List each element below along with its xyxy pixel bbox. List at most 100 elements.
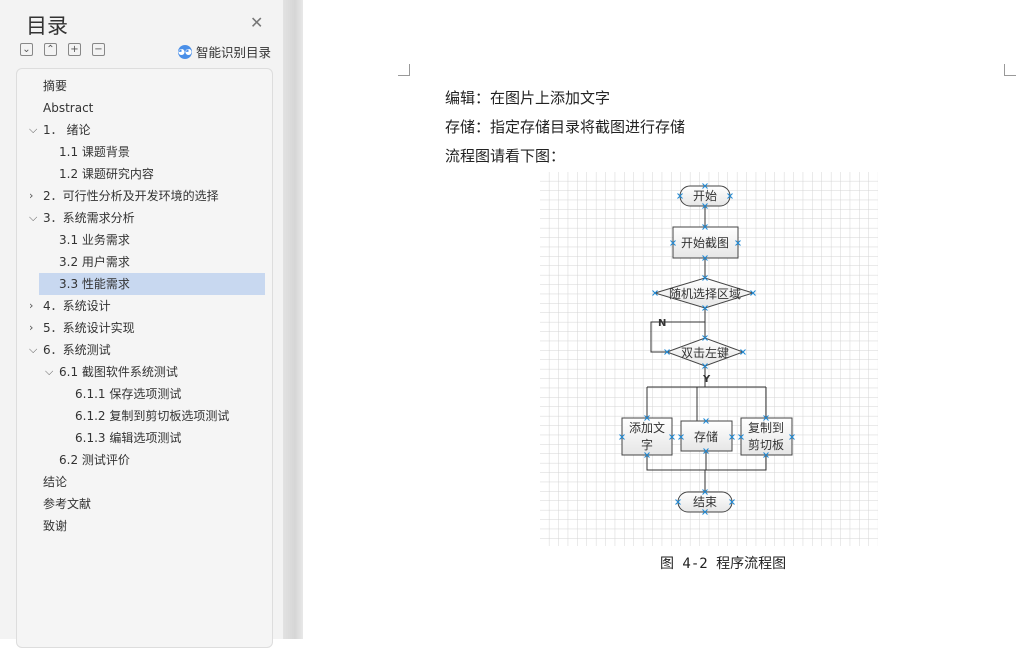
connection-point-icon — [740, 349, 746, 355]
connection-point-icon — [763, 415, 769, 421]
close-icon[interactable]: ✕ — [250, 13, 264, 32]
connection-point-icon — [702, 363, 708, 369]
toc-item-label: 6.1 截图软件系统测试 — [59, 365, 178, 379]
chevron-right-icon[interactable]: › — [29, 299, 34, 312]
connection-point-icon — [729, 434, 735, 440]
connection-point-icon — [702, 305, 708, 311]
svg-text:剪切板: 剪切板 — [748, 437, 784, 452]
toc-item-label: 3.1 业务需求 — [59, 233, 130, 247]
toc-item[interactable]: 3.1 业务需求 — [39, 229, 265, 251]
chevron-down-icon[interactable]: ⌵ — [29, 211, 38, 224]
margin-corner-mark — [1004, 64, 1016, 76]
toc-item[interactable]: 结论 — [39, 471, 265, 493]
connection-point-icon — [727, 193, 733, 199]
toc-item-label: 4．系统设计 — [43, 299, 111, 313]
toc-item[interactable]: ⌵3．系统需求分析 — [29, 207, 265, 229]
smart-icon: ◕◕ — [178, 44, 192, 59]
svg-text:随机选择区域: 随机选择区域 — [669, 286, 741, 301]
toc-item[interactable]: 3.3 性能需求 — [39, 273, 265, 295]
connection-point-icon — [702, 489, 708, 495]
toc-item-label: 6.1.1 保存选项测试 — [75, 387, 182, 401]
toc-item[interactable]: › 2．可行性分析及开发环境的选择 — [29, 185, 265, 207]
toc-item[interactable]: Abstract — [39, 97, 265, 119]
toc-item[interactable]: › 4．系统设计 — [29, 295, 265, 317]
figure-caption: 图 4-2 程序流程图 — [660, 556, 787, 572]
toc-item[interactable]: 6.2 测试评价 — [39, 449, 265, 471]
connection-point-icon — [678, 434, 684, 440]
doc-line: 存储：指定存储目录将截图进行存储 — [445, 118, 686, 136]
toc-title: 目录 — [26, 14, 68, 38]
connection-point-icon — [675, 499, 681, 505]
svg-text:开始截图: 开始截图 — [681, 236, 729, 250]
connection-point-icon — [669, 434, 675, 440]
connection-point-icon — [789, 434, 795, 440]
toc-item[interactable]: ⌵ 6.1 截图软件系统测试 — [39, 361, 265, 383]
toc-item-label: 1． 绪论 — [43, 123, 91, 137]
doc-line: 流程图请看下图： — [445, 147, 566, 165]
toc-item-label: Abstract — [43, 101, 94, 115]
remove-heading-button[interactable]: − — [92, 43, 105, 56]
connection-point-icon — [702, 255, 708, 261]
toc-item-label: 致谢 — [43, 519, 68, 533]
smart-toc-button[interactable]: ◕◕ 智能识别目录 — [178, 42, 271, 61]
toc-item[interactable]: 6.1.1 保存选项测试 — [39, 383, 265, 405]
connection-point-icon — [702, 509, 708, 515]
chevron-down-icon[interactable]: ⌵ — [45, 365, 54, 378]
toc-item-label: 3.2 用户需求 — [59, 255, 130, 269]
toc-sidebar: 目录 ✕ ⌄ ⌃ + − ◕◕ 智能识别目录 摘要 Abstract ⌵ 1． 绪论 1.… — [0, 0, 283, 648]
toc-item[interactable]: 参考文献 — [39, 493, 265, 515]
toc-item[interactable]: ⌵ 1． 绪论 — [29, 119, 265, 141]
toc-item[interactable]: ⌵ 6．系统测试 — [29, 339, 265, 361]
toc-item[interactable]: 1.2 课题研究内容 — [39, 163, 265, 185]
connection-point-icon — [664, 349, 670, 355]
toc-item-label: 2．可行性分析及开发环境的选择 — [43, 189, 219, 203]
connection-point-icon — [702, 183, 708, 189]
chevron-right-icon[interactable]: › — [29, 321, 34, 334]
toc-item[interactable]: 1.1 课题背景 — [39, 141, 265, 163]
connection-point-icon — [670, 240, 676, 246]
connection-point-icon — [702, 203, 708, 209]
connection-point-icon — [619, 434, 625, 440]
toc-item-label: 1.1 课题背景 — [59, 145, 130, 159]
collapse-all-button[interactable]: ⌃ — [44, 43, 57, 56]
toc-item-label: 6.1.3 编辑选项测试 — [75, 431, 182, 445]
toc-item[interactable]: 6.1.3 编辑选项测试 — [39, 427, 265, 449]
toc-item[interactable]: 摘要 — [39, 75, 265, 97]
toc-item-label: 摘要 — [43, 79, 68, 93]
connection-point-icon — [750, 290, 756, 296]
svg-text:Y: Y — [702, 374, 711, 385]
connection-point-icon — [703, 418, 709, 424]
doc-line: 编辑：在图片上添加文字 — [445, 89, 611, 107]
connection-point-icon — [702, 224, 708, 230]
toc-item-label: 6．系统测试 — [43, 343, 111, 357]
connection-point-icon — [652, 290, 658, 296]
expand-all-button[interactable]: ⌄ — [20, 43, 33, 56]
connection-point-icon — [702, 335, 708, 341]
toc-item[interactable]: 6.1.2 复制到剪切板选项测试 — [39, 405, 265, 427]
toc-list: 摘要 Abstract ⌵ 1． 绪论 1.1 课题背景 1.2 课题研究内容 › 2．可行性… — [16, 68, 273, 648]
chevron-down-icon[interactable]: ⌵ — [29, 123, 38, 136]
svg-text:添加文: 添加文 — [629, 420, 665, 435]
connection-point-icon — [735, 240, 741, 246]
chevron-right-icon[interactable]: › — [29, 189, 34, 202]
toc-item-label: 参考文献 — [43, 497, 92, 511]
toc-item-label: 1.2 课题研究内容 — [59, 167, 154, 181]
margin-corner-mark — [398, 64, 410, 76]
toc-item-label: 结论 — [43, 475, 68, 489]
add-heading-button[interactable]: + — [68, 43, 81, 56]
flowchart-figure[interactable]: 开始 开始截图 随机选择区域 双击左键 N Y 添加文 字 存储 复制到 剪切板… — [540, 172, 878, 546]
chevron-down-icon[interactable]: ⌵ — [29, 343, 38, 356]
toc-item-label: 6.2 测试评价 — [59, 453, 130, 467]
toc-item-label: 5．系统设计实现 — [43, 321, 135, 335]
connection-point-icon — [703, 448, 709, 454]
svg-text:字: 字 — [641, 437, 653, 452]
flow-copy — [740, 417, 793, 456]
toc-item[interactable]: 致谢 — [39, 515, 265, 537]
pane-splitter[interactable] — [283, 0, 303, 639]
toc-item[interactable]: 3.2 用户需求 — [39, 251, 265, 273]
toc-item-label: 3.3 性能需求 — [59, 277, 130, 291]
smart-toc-label: 智能识别目录 — [196, 45, 272, 60]
connection-point-icon — [677, 193, 683, 199]
svg-text:存储: 存储 — [694, 429, 718, 444]
toc-item[interactable]: › 5．系统设计实现 — [29, 317, 265, 339]
